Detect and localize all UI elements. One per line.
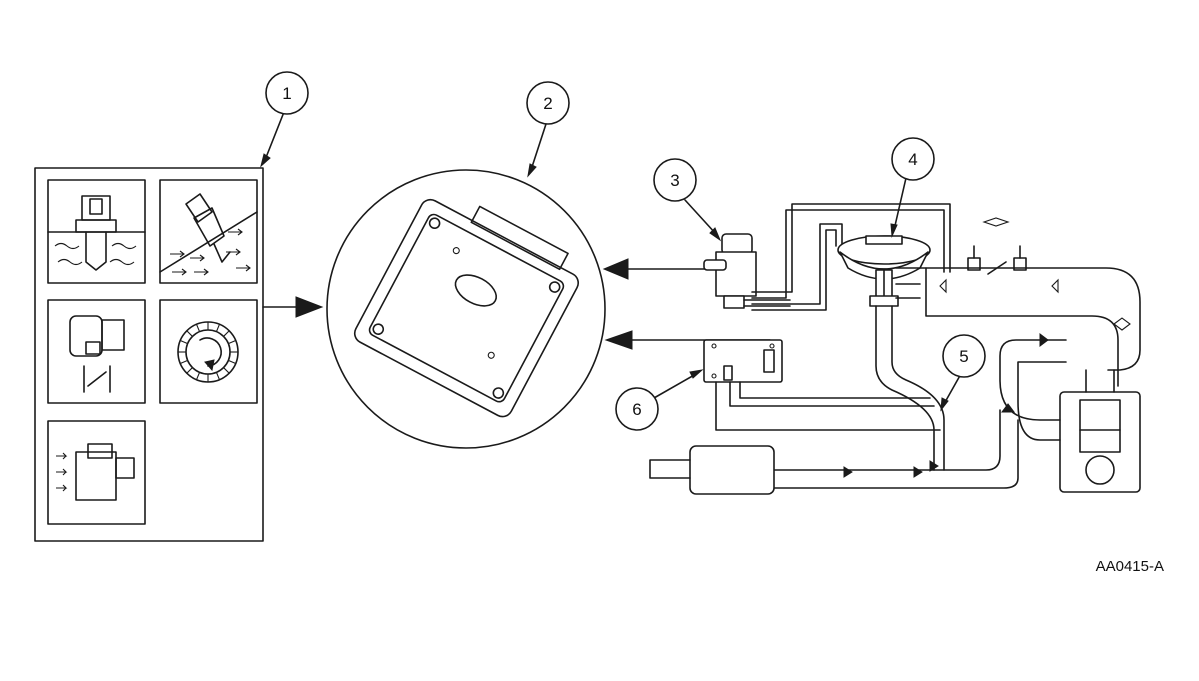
engine-cylinder <box>1059 369 1141 493</box>
svg-text:6: 6 <box>632 400 641 419</box>
tone-wheel-tooth <box>180 359 188 364</box>
callout-6: 6 <box>615 387 659 431</box>
callout-3: 3 <box>653 158 697 202</box>
svg-text:4: 4 <box>908 150 917 169</box>
tone-wheel-tooth <box>186 367 193 374</box>
evr-solenoid <box>703 233 791 309</box>
callout-2: 2 <box>526 81 570 125</box>
exhaust-path <box>649 333 1067 495</box>
svg-text:2: 2 <box>543 94 552 113</box>
engine-intake <box>895 217 1141 387</box>
tone-wheel-tooth <box>228 340 236 345</box>
egr-valve <box>837 235 931 307</box>
tone-wheel-tooth <box>228 359 236 364</box>
callout-4: 4 <box>891 137 935 181</box>
vacuum-hoses <box>751 203 951 311</box>
dpfe-sensor <box>703 339 941 431</box>
svg-text:1: 1 <box>282 84 291 103</box>
coolant-temp-sensor-icon <box>47 179 146 284</box>
sensor-panel <box>34 167 324 542</box>
tone-wheel-tooth <box>196 372 201 380</box>
pcm-module <box>326 169 771 449</box>
mass-airflow-sensor-icon <box>47 420 146 525</box>
tone-wheel-tooth <box>215 372 220 380</box>
tone-wheel-tooth <box>186 330 193 337</box>
callout-5: 5 <box>942 334 986 378</box>
tone-wheel-tooth <box>180 340 188 345</box>
figure-reference: AA0415-A <box>1096 558 1164 575</box>
crankshaft-position-sensor-icon <box>159 299 258 404</box>
callout-1: 1 <box>265 71 309 115</box>
tone-wheel-tooth <box>223 330 230 337</box>
svg-text:5: 5 <box>959 347 968 366</box>
tone-wheel-tooth <box>215 324 220 332</box>
callout-leaders <box>260 111 963 412</box>
tone-wheel-tooth <box>196 324 201 332</box>
egr-tube <box>875 305 945 471</box>
throttle-position-sensor-icon <box>47 299 146 404</box>
air-temp-sensor-icon <box>159 179 258 284</box>
svg-text:3: 3 <box>670 171 679 190</box>
tone-wheel-tooth <box>223 367 230 374</box>
